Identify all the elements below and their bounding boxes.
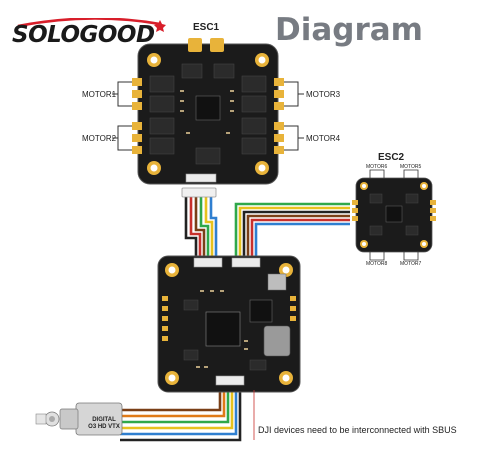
- motor3-label: MOTOR3: [306, 90, 341, 99]
- sologood-logo: [17, 18, 166, 32]
- motor7-label: MOTOR7: [400, 261, 422, 267]
- esc1-plug: [181, 187, 217, 198]
- sbus-note: DJI devices need to be interconnected wi…: [258, 425, 457, 435]
- esc2-harness: [234, 202, 350, 258]
- motor5-label: MOTOR5: [400, 164, 422, 170]
- motor1-label: MOTOR1: [82, 90, 117, 99]
- esc2-board: [352, 177, 436, 253]
- flight-controller-board: [157, 255, 301, 393]
- motor4-label: MOTOR4: [306, 134, 341, 143]
- vtx-harness: [120, 384, 242, 442]
- esc1-harness: [184, 196, 218, 258]
- esc1-motor-brackets: [112, 81, 304, 151]
- brand-name: SOLOGOOD: [12, 22, 155, 48]
- esc2-motor-brackets: [369, 169, 419, 261]
- motor8-label: MOTOR8: [366, 261, 388, 267]
- esc2-label: ESC2: [378, 152, 405, 163]
- esc1-board: [132, 38, 284, 185]
- esc1-label: ESC1: [193, 22, 220, 33]
- vtx-label: DIGITAL O3 HD VTX: [84, 417, 124, 431]
- motor2-label: MOTOR2: [82, 134, 117, 143]
- vtx-label-line2: O3 HD VTX: [88, 424, 120, 430]
- page-title: Diagram: [275, 12, 423, 48]
- motor6-label: MOTOR6: [366, 164, 388, 170]
- vtx-label-line1: DIGITAL: [92, 417, 116, 423]
- vtx-unit: [35, 402, 123, 436]
